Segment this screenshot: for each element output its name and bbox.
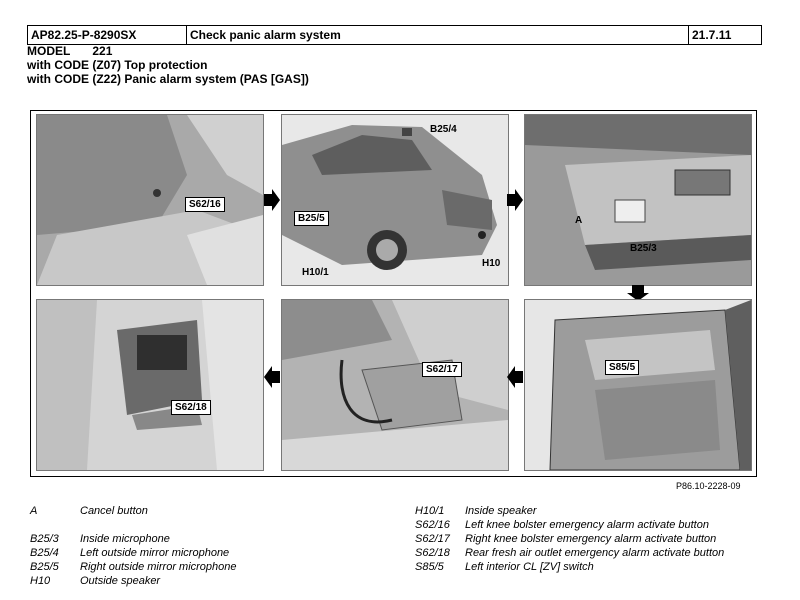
- callout-s62-16: S62/16: [185, 197, 225, 212]
- arrow-right-icon: [507, 189, 523, 211]
- callout-b25-5: B25/5: [294, 211, 329, 226]
- callout-h10-1: H10/1: [302, 267, 329, 278]
- doc-id: AP82.25-P-8290SX: [28, 26, 187, 44]
- doc-date: 21.7.11: [692, 28, 732, 42]
- panel-left-knee-bolster: S62/16: [36, 114, 264, 286]
- doc-title: Check panic alarm system: [187, 26, 689, 44]
- figure-reference: P86.10-2228-09: [676, 481, 741, 491]
- document-header: AP82.25-P-8290SX Check panic alarm syste…: [27, 25, 762, 45]
- callout-h10: H10: [482, 258, 501, 269]
- panel-rear-air-outlet: S62/18: [36, 299, 264, 471]
- panel-right-knee-bolster: S62/17: [281, 299, 509, 471]
- callout-b25-4: B25/4: [430, 124, 457, 135]
- illustration-figure: S62/16 B25/4 B25/5 H10/1 H10: [30, 110, 757, 477]
- panel-car-exterior: B25/4 B25/5 H10/1 H10: [281, 114, 509, 286]
- callout-s62-17: S62/17: [422, 362, 462, 377]
- code-line-2: with CODE (Z22) Panic alarm system (PAS …: [27, 72, 309, 86]
- panel-overhead-console: A B25/3: [524, 114, 752, 286]
- model-label: MODEL: [27, 44, 71, 58]
- callout-s62-18: S62/18: [171, 400, 211, 415]
- arrow-left-icon: [264, 366, 280, 388]
- callout-a: A: [575, 215, 583, 226]
- arrow-down-icon: [627, 285, 649, 301]
- model-value: 221: [92, 44, 113, 58]
- code-line-1: with CODE (Z07) Top protection: [27, 58, 208, 72]
- panel-door-interior: S85/5: [524, 299, 752, 471]
- callout-b25-3: B25/3: [630, 243, 657, 254]
- arrow-left-icon: [507, 366, 523, 388]
- arrow-right-icon: [264, 189, 280, 211]
- callout-s85-5: S85/5: [605, 360, 640, 375]
